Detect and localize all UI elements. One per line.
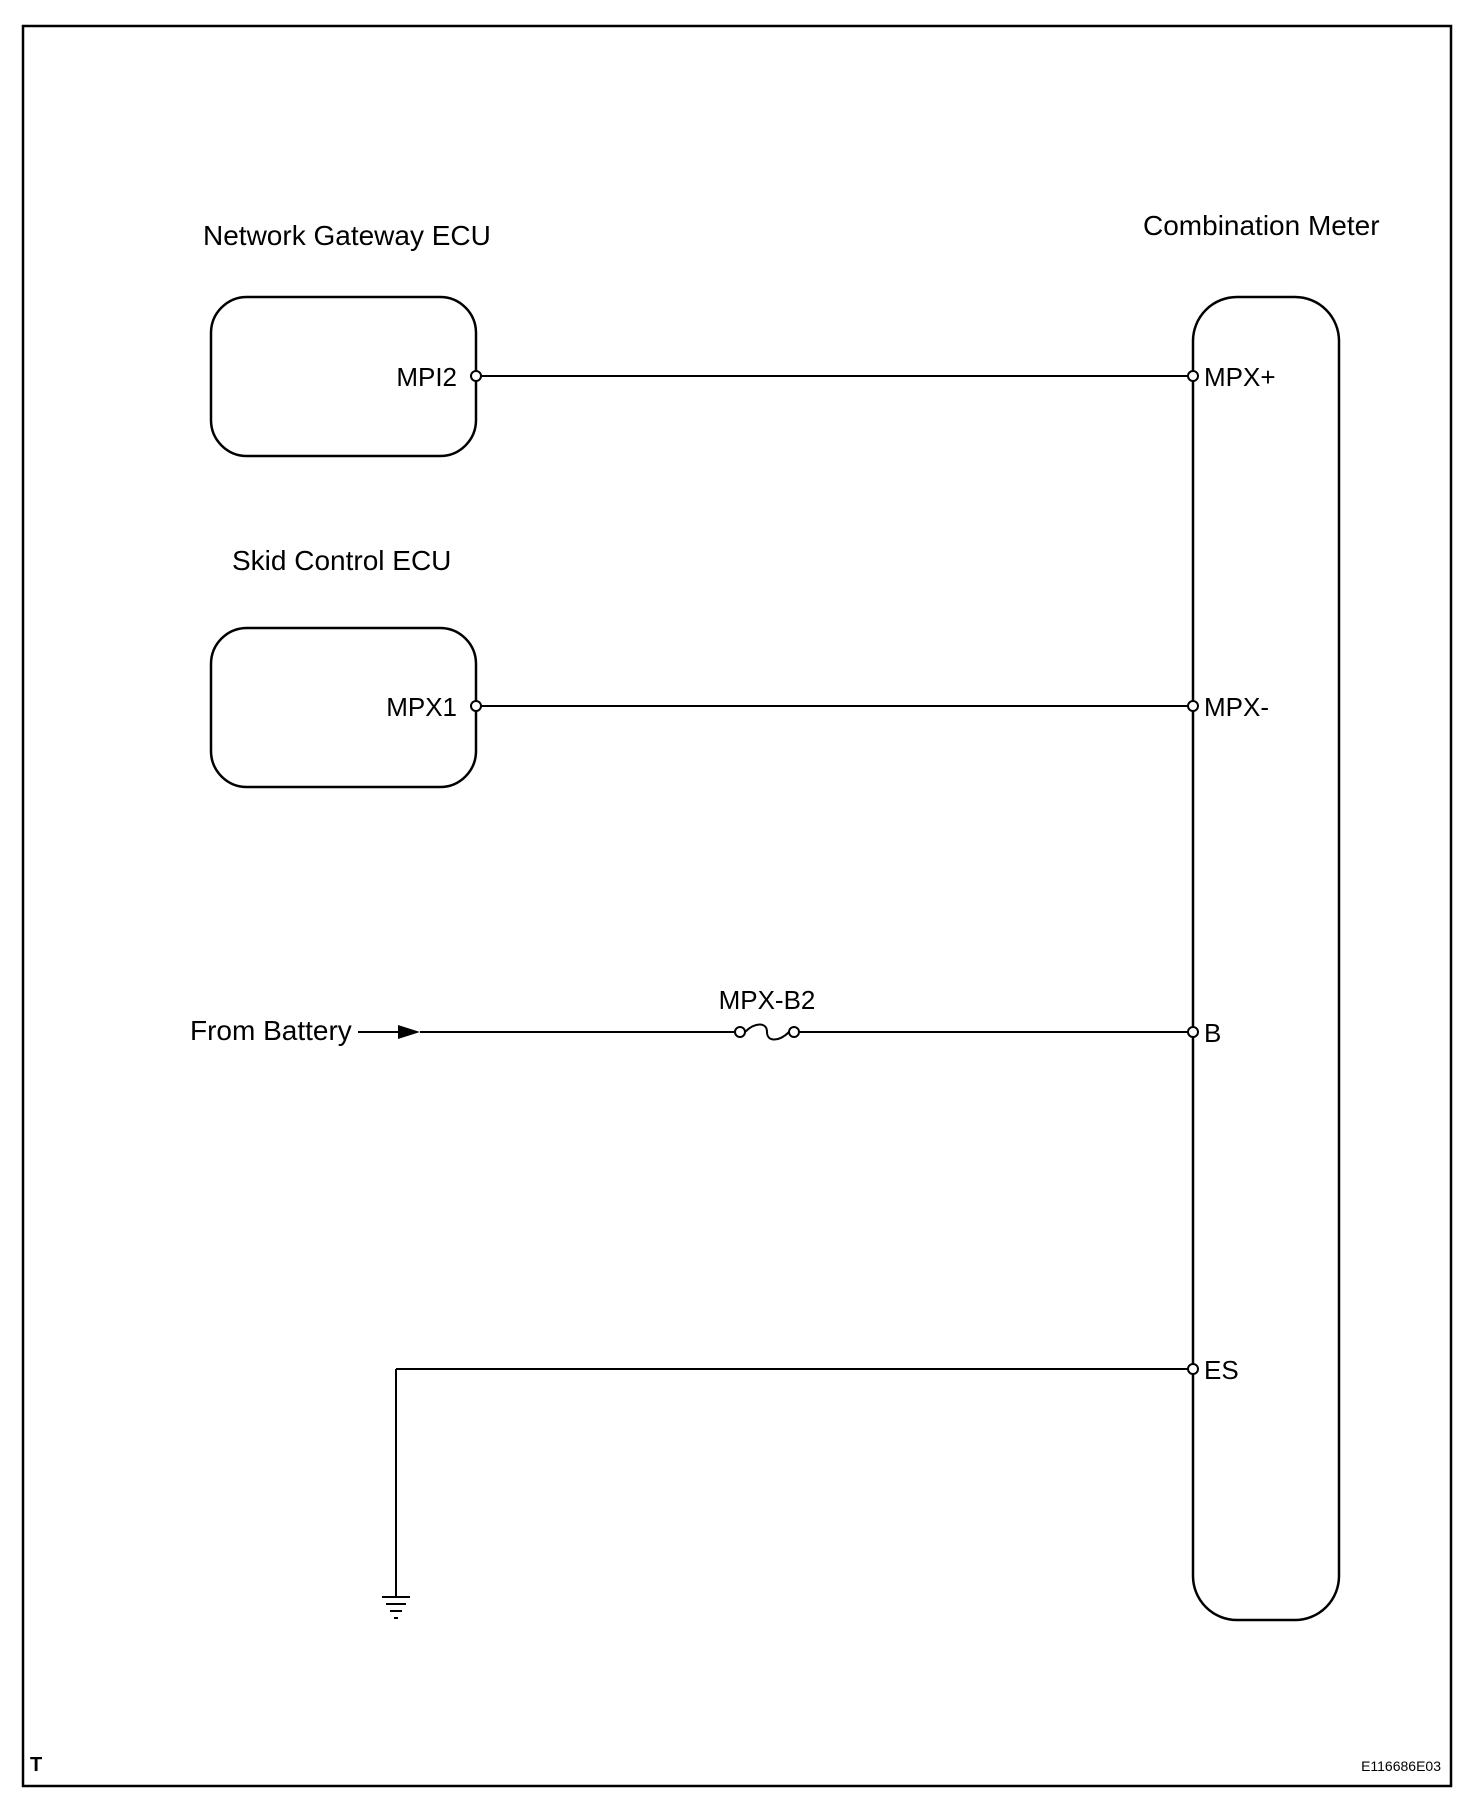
battery-arrow-icon xyxy=(398,1025,420,1039)
skid-pin-mpx1: MPX1 xyxy=(386,692,457,722)
footer-figure-id: E116686E03 xyxy=(1361,1758,1441,1774)
terminal-mpx1 xyxy=(470,700,482,712)
fuse-terminal-left xyxy=(734,1026,746,1038)
footer-left-code: T xyxy=(30,1754,42,1776)
fuse-terminal-right xyxy=(788,1026,800,1038)
meter-pin-mpx-minus: MPX- xyxy=(1204,692,1269,722)
meter-pin-b: B xyxy=(1204,1018,1221,1048)
gateway-ecu-title: Network Gateway ECU xyxy=(203,220,491,251)
terminal-b xyxy=(1187,1026,1199,1038)
gateway-pin-mpi2: MPI2 xyxy=(396,362,457,392)
terminal-es xyxy=(1187,1363,1199,1375)
from-battery-label: From Battery xyxy=(190,1015,352,1046)
meter-pin-mpx-plus: MPX+ xyxy=(1204,362,1276,392)
fuse-label: MPX-B2 xyxy=(719,985,816,1015)
meter-pin-es: ES xyxy=(1204,1355,1239,1385)
ground-icon xyxy=(382,1596,410,1619)
fuse-icon xyxy=(744,1023,790,1041)
terminal-mpx-minus xyxy=(1187,700,1199,712)
skid-ecu-title: Skid Control ECU xyxy=(232,545,451,576)
terminal-mpi2 xyxy=(470,370,482,382)
terminal-mpx-plus xyxy=(1187,370,1199,382)
combination-meter-box xyxy=(1191,295,1341,1622)
combination-meter-title: Combination Meter xyxy=(1143,210,1380,241)
diagram-frame xyxy=(21,24,1453,1788)
